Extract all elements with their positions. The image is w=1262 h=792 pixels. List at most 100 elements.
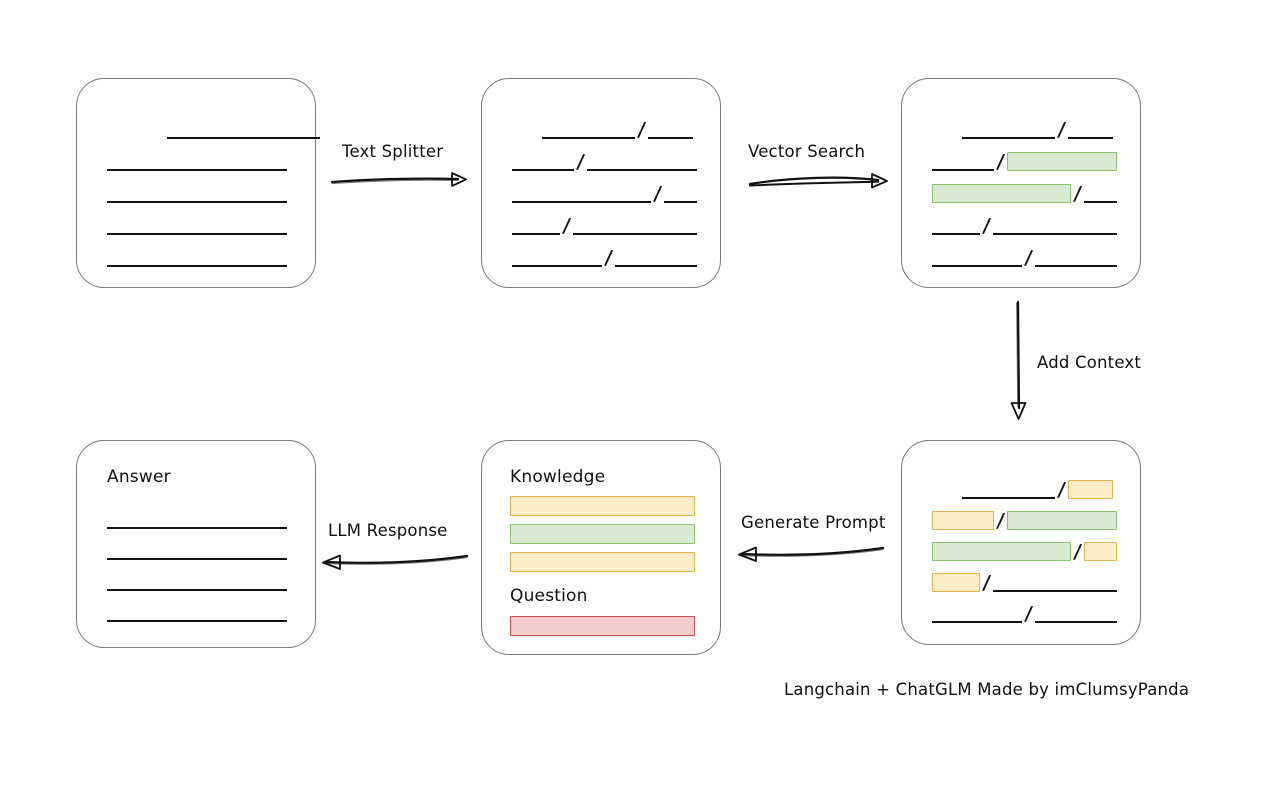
highlight-chunk-yellow [932, 572, 980, 592]
segment-divider: / [981, 571, 992, 594]
document-line: / [932, 571, 1117, 594]
document-line: / [932, 182, 1117, 205]
highlight-chunk-yellow [932, 510, 994, 530]
document-line: / [932, 214, 1117, 237]
segment-divider: / [981, 214, 992, 237]
knowledge-label: Knowledge [510, 467, 606, 487]
text-segment [107, 201, 287, 203]
text-segment [932, 265, 1022, 267]
card-split-chunks: / / / / / [481, 78, 721, 288]
prompt-bar-yellow [510, 496, 695, 516]
document-line [107, 540, 287, 560]
segment-divider: / [1056, 478, 1067, 501]
card-source-document [76, 78, 320, 288]
text-segment [1035, 621, 1117, 623]
text-segment [107, 589, 287, 591]
segment-divider: / [636, 118, 647, 141]
answer-label: Answer [107, 467, 171, 487]
text-segment [512, 233, 560, 235]
text-segment [107, 169, 287, 171]
highlight-chunk-green [932, 183, 1071, 203]
segment-divider: / [995, 509, 1006, 532]
knowledge-bars [482, 441, 720, 654]
text-segment [107, 233, 287, 235]
document-line: / [932, 150, 1117, 173]
segment-divider: / [575, 150, 586, 173]
document-line [107, 151, 287, 171]
text-segment [573, 233, 697, 235]
arrow-text-splitter-glyph [330, 172, 467, 187]
arrow-text-splitter-label: Text Splitter [342, 142, 444, 161]
question-bars [482, 441, 720, 654]
segment-divider: / [1023, 246, 1034, 269]
text-segment [993, 590, 1117, 592]
text-segment [167, 137, 320, 139]
segment-divider: / [1023, 602, 1034, 625]
document-line [107, 247, 287, 267]
text-segment [107, 265, 287, 267]
question-label: Question [510, 586, 588, 606]
text-segment [1084, 201, 1117, 203]
prompt-bar-red [510, 616, 695, 636]
text-segment [962, 497, 1055, 499]
document-line: / [932, 540, 1117, 563]
text-segment [107, 558, 287, 560]
source-document-rows [77, 79, 320, 287]
text-segment [648, 137, 693, 139]
segment-divider: / [652, 182, 663, 205]
segment-divider: / [1072, 182, 1083, 205]
segment-divider: / [1072, 540, 1083, 563]
answer-rows [77, 441, 315, 647]
text-segment [1068, 137, 1113, 139]
document-line: / [932, 509, 1117, 532]
arrow-vector-search-label: Vector Search [748, 142, 866, 161]
text-segment [512, 201, 651, 203]
split-chunks-rows: / / / / / [482, 79, 720, 287]
document-line: / [512, 246, 697, 269]
highlight-chunk-green [932, 541, 1071, 561]
highlight-chunk-green [1007, 151, 1117, 171]
document-line: / [512, 214, 697, 237]
segment-divider: / [561, 214, 572, 237]
context-chunks-rows: / / / / / [902, 441, 1140, 644]
footer-caption: Langchain + ChatGLM Made by imClumsyPand… [784, 680, 1190, 699]
highlight-chunk-yellow [1068, 479, 1113, 499]
prompt-bar-yellow [510, 552, 695, 572]
document-line: / [932, 478, 1113, 501]
document-line: / [512, 150, 697, 173]
segment-divider: / [995, 150, 1006, 173]
segment-divider: / [1056, 118, 1067, 141]
text-segment [512, 265, 602, 267]
arrow-text-splitter: Text Splitter [330, 142, 470, 192]
card-vector-matches: / / / / / [901, 78, 1141, 288]
text-segment [107, 620, 287, 622]
document-line: / [512, 182, 697, 205]
arrow-llm-response: LLM Response [320, 521, 470, 571]
document-line [107, 119, 320, 139]
document-line: / [932, 246, 1117, 269]
segment-divider: / [603, 246, 614, 269]
text-segment [932, 169, 994, 171]
card-answer: Answer [76, 440, 316, 648]
arrow-add-context-glyph [1010, 300, 1027, 420]
text-segment [932, 233, 980, 235]
arrow-llm-response-glyph [322, 554, 469, 570]
document-line [107, 571, 287, 591]
text-segment [512, 169, 574, 171]
vector-matches-rows: / / / / / [902, 79, 1140, 287]
text-segment [932, 621, 1022, 623]
arrow-llm-response-label: LLM Response [328, 521, 448, 540]
document-line [107, 509, 287, 529]
text-segment [107, 527, 287, 529]
arrow-generate-prompt: Generate Prompt [736, 513, 886, 563]
document-line [107, 602, 287, 622]
document-line [107, 215, 287, 235]
document-line: / [932, 118, 1113, 141]
text-segment [664, 201, 697, 203]
text-segment [615, 265, 697, 267]
prompt-bar-green [510, 524, 695, 544]
text-segment [542, 137, 635, 139]
arrow-generate-prompt-label: Generate Prompt [741, 513, 886, 532]
arrow-vector-search: Vector Search [748, 142, 890, 192]
arrow-vector-search-glyph [748, 173, 888, 189]
